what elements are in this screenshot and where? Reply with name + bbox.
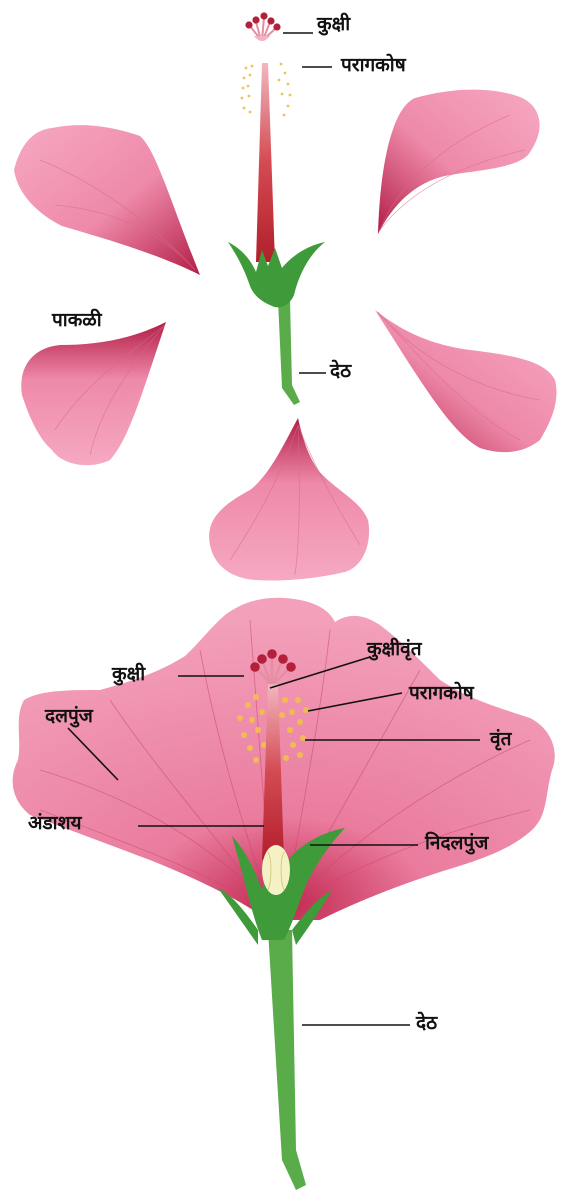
bottom-anther-label: परागकोष bbox=[409, 684, 474, 703]
bottom-style-label: कुक्षीवृंत bbox=[367, 640, 422, 659]
top-petal-bottom bbox=[209, 418, 369, 581]
bottom-calyx-label: निदलपुंज bbox=[425, 834, 488, 853]
top-stalk-label: देठ bbox=[330, 362, 351, 381]
bottom-stalk-label: देठ bbox=[416, 1014, 437, 1033]
top-sepals bbox=[228, 242, 325, 307]
top-petal-left-upper bbox=[14, 125, 200, 275]
top-stigma-label: कुक्षी bbox=[317, 15, 350, 34]
bottom-ovary-label: अंडाशय bbox=[28, 814, 82, 833]
top-stem bbox=[278, 300, 300, 405]
bottom-filament-label: वृंत bbox=[490, 730, 511, 749]
top-petal-right-upper bbox=[378, 90, 540, 234]
bottom-corolla-label: दलपुंज bbox=[45, 707, 93, 726]
top-anther-label: परागकोष bbox=[341, 56, 406, 75]
bottom-stigma-label: कुक्षी bbox=[112, 665, 145, 684]
top-petal-left-lower bbox=[21, 322, 166, 465]
top-petal-right-lower bbox=[375, 310, 557, 452]
top-style bbox=[256, 63, 275, 262]
top-petal-label: पाकळी bbox=[52, 311, 102, 330]
top-stigma-icon bbox=[245, 12, 280, 41]
bottom-stem bbox=[268, 930, 306, 1190]
bottom-ovary bbox=[262, 845, 290, 895]
top-diagram bbox=[14, 12, 557, 580]
